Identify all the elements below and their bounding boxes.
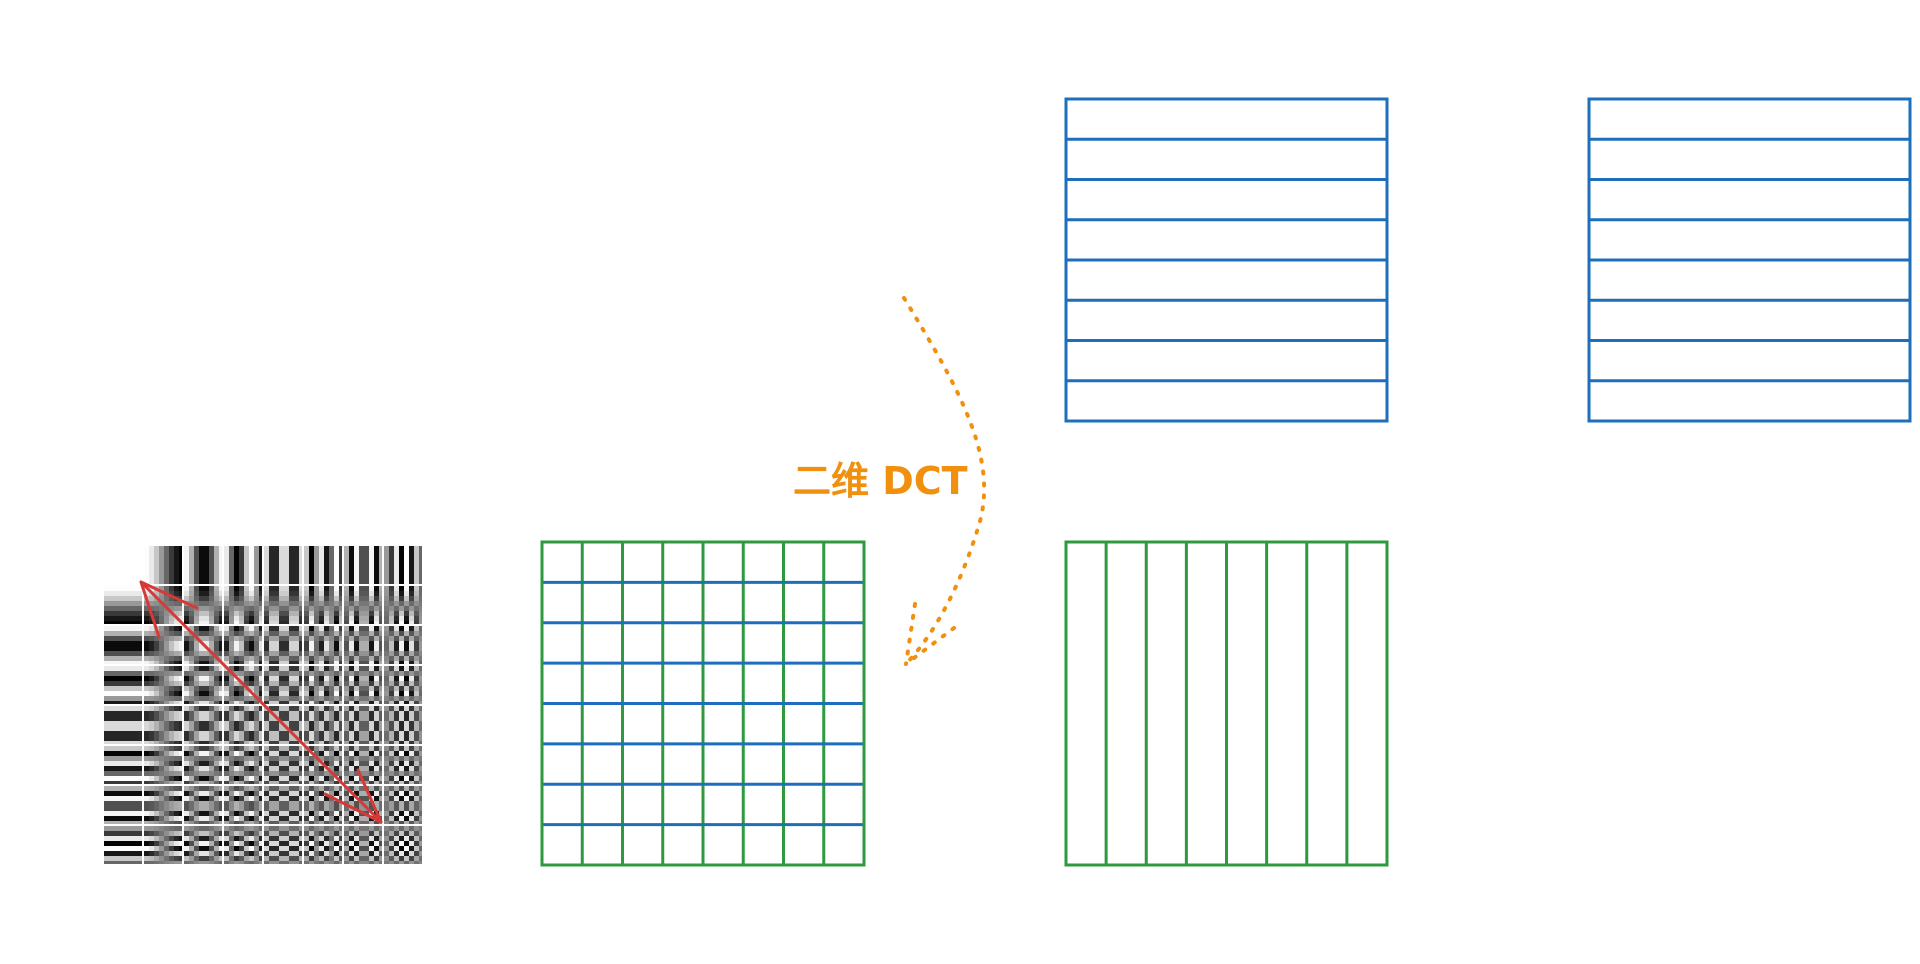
dct-label: 二维 DCT	[793, 459, 968, 503]
vertical-lines-grid-bottom-right	[1064, 540, 1389, 867]
diagonal-double-arrow-icon	[139, 580, 383, 824]
dotted-curve-arrow-icon	[902, 296, 987, 666]
horizontal-lines-grid-top-left	[1064, 97, 1389, 423]
horizontal-lines-grid-top-right	[1587, 97, 1912, 423]
combined-grid-bottom-left	[540, 540, 866, 867]
dct-basis-pattern-icon	[103, 545, 425, 867]
